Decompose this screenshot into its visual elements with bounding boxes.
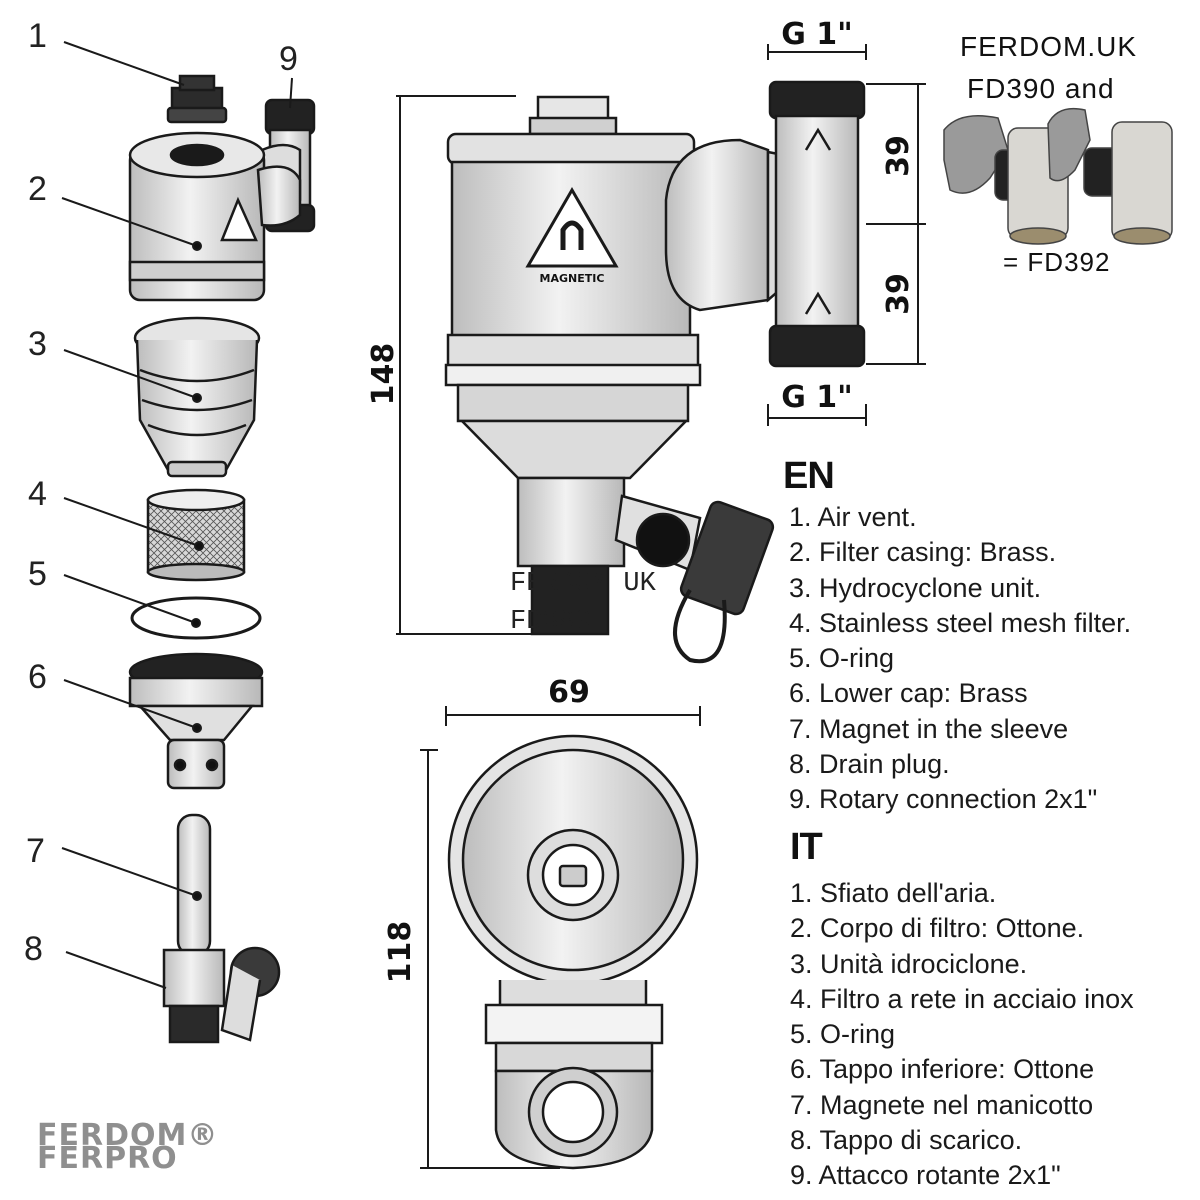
en-item: 9. Rotary connection 2x1" [789,784,1098,815]
part-number-5: 5 [28,555,47,593]
part-number-3: 3 [28,325,47,363]
part-filter-casing [128,131,302,302]
part-number-labels: 1 2 3 4 5 6 7 8 9 [24,17,298,968]
part-number-6: 6 [28,658,47,696]
promo-line1: FERDOM.UK [960,31,1137,62]
it-item: 2. Corpo di filtro: Ottone. [790,913,1085,944]
it-item: 6. Tappo inferiore: Ottone [790,1054,1095,1085]
promo-line2: FD390 and [967,73,1115,104]
dim-thread-top: G 1" [781,17,853,52]
dim-width-69: 69 [548,675,590,710]
ferdom-ferpro-logo: FERDOM® FERPRO [37,1118,218,1176]
valve-pair-image [943,107,1173,245]
watermark-line2: FD390 [510,607,591,637]
it-item: 9. Attacco rotante 2x1" [790,1160,1061,1191]
magnetic-label: MAGNETIC [540,272,605,285]
en-heading: EN [783,455,835,497]
part-lower-cap [128,652,264,790]
dimension-labels: 148 118 69 G 1" G 1" 39 39 [366,17,916,983]
part-number-2: 2 [28,170,47,208]
en-item: 2. Filter casing: Brass. [789,537,1057,568]
logo-line1: FERDOM® [37,1118,218,1153]
leader-lines [61,41,293,989]
it-item: 3. Unità idrociclone. [790,948,1028,979]
it-item: 4. Filtro a rete in acciaio inox [790,983,1134,1014]
dim-thread-bottom: G 1" [781,380,853,415]
it-item: 7. Magnete nel manicotto [790,1089,1094,1120]
dim-spacing-bottom: 39 [881,273,916,315]
en-legend-list: 1. Air vent. 2. Filter casing: Brass. 3.… [789,500,1131,818]
en-item: 4. Stainless steel mesh filter. [789,607,1132,638]
dim-height-118: 118 [383,921,418,984]
logo-line2: FERPRO [37,1141,178,1176]
it-legend-list: 1. Sfiato dell'aria. 2. Corpo di filtro:… [790,876,1134,1194]
it-item: 5. O-ring [790,1019,896,1050]
it-heading: IT [790,826,823,868]
en-item: 5. O-ring [789,643,895,674]
en-item: 6. Lower cap: Brass [789,678,1028,709]
dimension-lines [396,44,926,1169]
dim-height-148: 148 [366,343,401,406]
part-mesh-filter [146,488,246,582]
watermark-line1: FERDOM UK [510,569,657,599]
bottom-view [447,734,699,1170]
part-magnet-sleeve [176,813,212,957]
exploded-view: 1 2 3 4 5 6 7 8 9 [24,17,316,1044]
part-hydrocyclone [133,316,261,478]
en-item: 1. Air vent. [789,502,917,532]
part-number-4: 4 [28,475,47,513]
part-air-vent [166,74,228,124]
it-item: 8. Tappo di scarico. [790,1125,1023,1156]
promo-line3: = FD392 [1003,247,1111,277]
part-number-8: 8 [24,930,43,968]
part-number-9: 9 [279,40,298,78]
en-item: 7. Magnet in the sleeve [789,713,1069,744]
side-view: MAGNETIC FERDOM UK FD390 [444,80,866,664]
part-number-7: 7 [26,832,45,870]
it-item: 1. Sfiato dell'aria. [790,878,997,908]
part-number-1: 1 [28,17,47,55]
en-item: 3. Hydrocyclone unit. [789,572,1042,603]
en-item: 8. Drain plug. [789,749,950,780]
part-drain-plug [162,946,281,1044]
dim-spacing-top: 39 [881,135,916,177]
part-o-ring [130,596,262,640]
magnetic-warning-icon: MAGNETIC [525,187,619,285]
